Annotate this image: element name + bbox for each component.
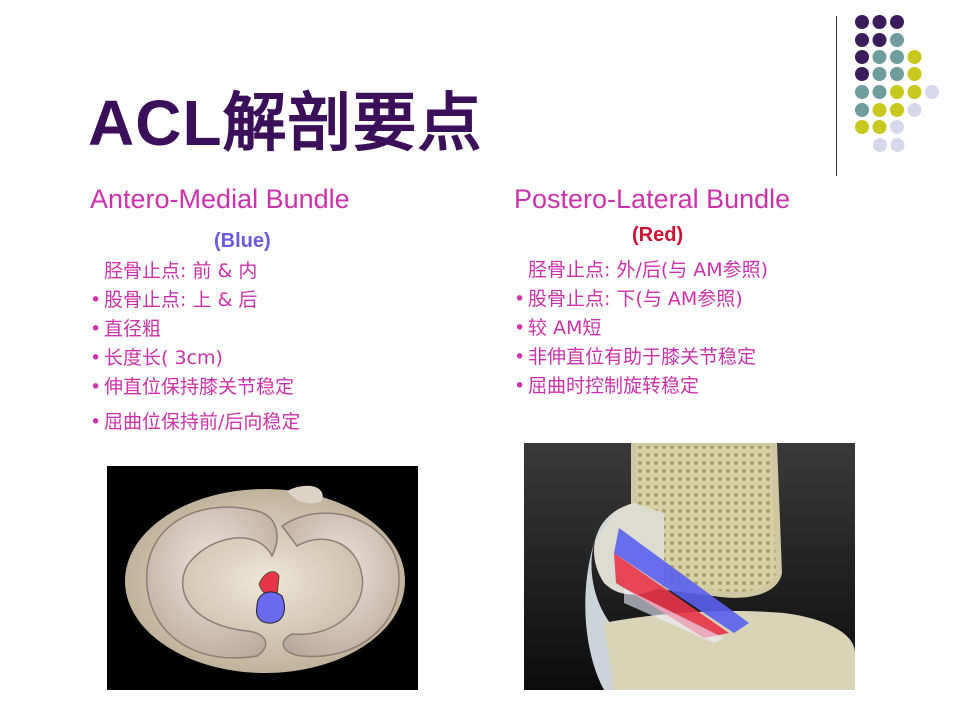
decorative-dot <box>873 138 887 152</box>
decorative-dot <box>855 67 869 81</box>
left-list-item: •伸直位保持膝关节稳定 <box>90 373 300 402</box>
decorative-dot <box>890 33 904 47</box>
left-list-text: 直径粗 <box>104 318 162 340</box>
decorative-dot <box>890 103 904 117</box>
left-list-text: 胫骨止点: 前 & 内 <box>104 260 258 282</box>
left-list-item: •股骨止点: 上 & 后 <box>90 286 300 315</box>
decorative-dot <box>890 85 904 99</box>
decorative-dot <box>890 50 904 64</box>
decorative-dot <box>890 138 905 152</box>
decorative-dot <box>872 15 887 29</box>
decorative-dot <box>907 103 922 117</box>
bullet-icon: • <box>90 347 102 369</box>
left-list-item: •直径粗 <box>90 315 300 344</box>
decorative-dot <box>855 120 869 134</box>
decorative-dot <box>855 15 869 29</box>
divider-line <box>836 16 837 176</box>
bullet-icon: • <box>90 318 102 340</box>
right-bullet-list: 胫骨止点: 外/后(与 AM参照)•股骨止点: 下(与 AM参照)•较 AM短•… <box>514 256 768 401</box>
right-column: Postero-Lateral Bundle <box>514 184 790 215</box>
decorative-dot <box>925 85 939 99</box>
right-list-item: •非伸直位有助于膝关节稳定 <box>514 343 768 372</box>
right-list-item: •屈曲时控制旋转稳定 <box>514 372 768 401</box>
bullet-icon: • <box>90 376 102 398</box>
right-list-text: 较 AM短 <box>528 317 602 339</box>
bullet-icon: • <box>90 411 102 433</box>
left-list-text: 屈曲位保持前/后向稳定 <box>104 411 301 433</box>
decorative-dot <box>907 67 922 81</box>
decorative-dot <box>890 67 904 81</box>
right-list-text: 屈曲时控制旋转稳定 <box>528 375 700 397</box>
bullet-icon: • <box>90 289 102 311</box>
right-sub-label: (Red) <box>632 224 684 246</box>
decorative-dot <box>907 85 922 99</box>
bullet-icon: • <box>514 288 526 310</box>
right-list-text: 非伸直位有助于膝关节稳定 <box>528 346 757 368</box>
right-heading: Postero-Lateral Bundle <box>514 184 791 214</box>
left-sub-label: (Blue) <box>214 230 271 252</box>
right-list-item: •股骨止点: 下(与 AM参照) <box>514 285 768 314</box>
right-list-item: •较 AM短 <box>514 314 768 343</box>
left-list-text: 长度长( 3cm) <box>104 347 223 369</box>
decorative-dot <box>890 120 904 134</box>
left-list-item: 胫骨止点: 前 & 内 <box>90 257 300 286</box>
left-list-text: 股骨止点: 上 & 后 <box>104 289 258 311</box>
knee-sagittal-illustration <box>524 443 855 690</box>
right-list-text: 股骨止点: 下(与 AM参照) <box>528 288 743 310</box>
bullet-icon: • <box>514 317 526 339</box>
decorative-dot <box>872 85 887 99</box>
bullet-icon: • <box>514 375 526 397</box>
decorative-dot <box>855 85 869 99</box>
decorative-dot <box>890 15 904 29</box>
decorative-dot <box>872 50 887 64</box>
tibial-plateau-illustration <box>107 466 418 690</box>
right-list-item: 胫骨止点: 外/后(与 AM参照) <box>514 256 768 285</box>
left-bullet-list: 胫骨止点: 前 & 内•股骨止点: 上 & 后•直径粗•长度长( 3cm)•伸直… <box>90 257 300 437</box>
decorative-dot <box>855 33 869 47</box>
decorative-dot <box>872 103 887 117</box>
decorative-dot <box>872 33 887 47</box>
left-heading: Antero-Medial Bundle <box>90 184 350 214</box>
left-list-item: •屈曲位保持前/后向稳定 <box>90 408 300 437</box>
left-list-text: 伸直位保持膝关节稳定 <box>104 376 295 398</box>
left-column: Antero-Medial Bundle <box>90 184 350 215</box>
decorative-dot <box>855 50 869 64</box>
bullet-icon: • <box>514 346 526 368</box>
right-list-text: 胫骨止点: 外/后(与 AM参照) <box>528 259 769 281</box>
decorative-dot <box>855 103 869 117</box>
decorative-dot <box>907 50 922 64</box>
slide-title: ACL解剖要点 <box>88 87 483 159</box>
decorative-dot <box>872 120 887 134</box>
left-list-item: •长度长( 3cm) <box>90 344 300 373</box>
decorative-dot <box>872 67 887 81</box>
